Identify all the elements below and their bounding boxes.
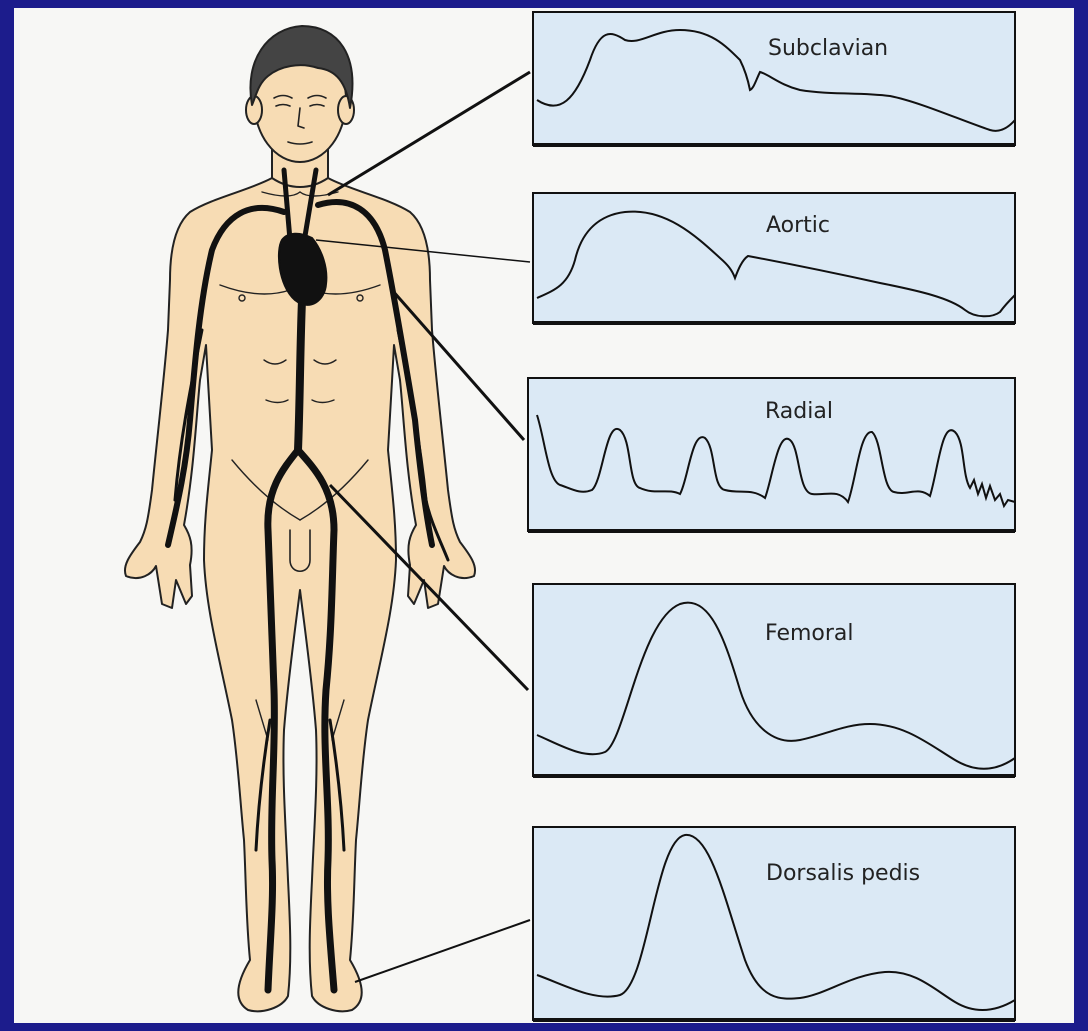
femoral-panel: Femoral — [533, 584, 1015, 776]
pulse-waveform-illustration: Subclavian Aortic Radial Femoral Dorsali… — [14, 8, 1074, 1023]
subclavian-panel: Subclavian — [533, 12, 1015, 145]
aortic-label: Aortic — [766, 213, 830, 238]
dorsalis-pedis-panel: Dorsalis pedis — [533, 827, 1015, 1020]
slide-background: Subclavian Aortic Radial Femoral Dorsali… — [14, 8, 1074, 1023]
radial-label: Radial — [765, 399, 833, 424]
dorsalis-pedis-label: Dorsalis pedis — [766, 861, 920, 886]
human-figure — [125, 26, 475, 1011]
subclavian-label: Subclavian — [768, 36, 888, 61]
dorsalis-pedis-panel-box — [533, 827, 1015, 1020]
femoral-panel-box — [533, 584, 1015, 776]
subclavian-connector — [328, 72, 530, 195]
dorsalis-connector — [355, 920, 530, 982]
genitals — [290, 530, 310, 571]
aortic-panel: Aortic — [533, 193, 1015, 323]
radial-panel: Radial — [528, 378, 1015, 531]
femoral-label: Femoral — [765, 621, 854, 646]
